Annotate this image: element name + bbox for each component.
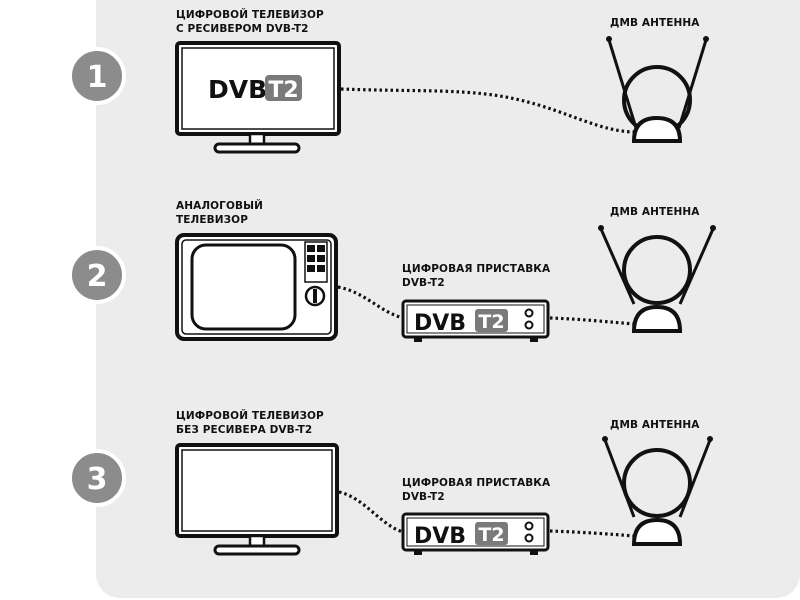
- device-label-1-line2: С РЕСИВЕРОМ DVB-T2: [176, 23, 309, 35]
- box-label-3-line1: ЦИФРОВАЯ ПРИСТАВКА: [402, 477, 551, 489]
- row-2: 2 АНАЛОГОВЫЙ ТЕЛЕВИЗОР ЦИФРОВАЯ ПРИСТАВК…: [68, 199, 716, 342]
- box-label-2-line2: DVB-T2: [402, 277, 445, 289]
- logo-t2-text: T2: [268, 78, 298, 103]
- logo-t2-text: T2: [478, 524, 504, 546]
- step-number-1: 1: [87, 60, 108, 95]
- cable-tv-box-3: [338, 490, 404, 534]
- cable-tv-antenna-1: [340, 87, 637, 134]
- logo-t2-text: T2: [478, 311, 504, 333]
- step-badge-1: 1: [68, 47, 126, 105]
- dvb-t2-logo: DVB T2: [208, 75, 302, 104]
- antenna-label-2: ДМВ АНТЕННА: [610, 206, 700, 218]
- device-label-3-line2: БЕЗ РЕСИВЕРА DVB-T2: [176, 424, 312, 436]
- row-3: 3 ЦИФРОВОЙ ТЕЛЕВИЗОР БЕЗ РЕСИВЕРА DVB-T2…: [68, 409, 713, 556]
- box-label-2-line1: ЦИФРОВАЯ ПРИСТАВКА: [402, 263, 551, 275]
- dvb-t2-logo: DVB T2: [414, 522, 508, 549]
- cable-box-antenna-2: [549, 316, 635, 326]
- digital-tv-icon: [175, 443, 339, 556]
- analog-tv-icon: [175, 233, 338, 341]
- step-number-2: 2: [87, 259, 108, 294]
- set-top-box-icon: DVB T2: [401, 299, 550, 342]
- logo-dvb-text: DVB: [414, 524, 466, 549]
- step-badge-3: 3: [68, 449, 126, 507]
- digital-tv-icon: DVB T2: [175, 41, 341, 154]
- logo-dvb-text: DVB: [414, 311, 466, 336]
- row-1: 1 ЦИФРОВОЙ ТЕЛЕВИЗОР С РЕСИВЕРОМ DVB-T2 …: [68, 8, 709, 154]
- logo-dvb-text: DVB: [208, 75, 267, 104]
- set-top-box-icon: DVB T2: [401, 512, 550, 555]
- device-label-3-line1: ЦИФРОВОЙ ТЕЛЕВИЗОР: [176, 409, 324, 422]
- uhf-antenna-icon: [606, 36, 709, 143]
- device-label-1-line1: ЦИФРОВОЙ ТЕЛЕВИЗОР: [176, 8, 324, 21]
- device-label-2-line1: АНАЛОГОВЫЙ: [176, 199, 263, 212]
- uhf-antenna-icon: [602, 436, 713, 546]
- antenna-label-3: ДМВ АНТЕННА: [610, 419, 700, 431]
- device-label-2-line2: ТЕЛЕВИЗОР: [176, 214, 248, 226]
- dvb-t2-logo: DVB T2: [414, 309, 508, 336]
- step-badge-2: 2: [68, 246, 126, 304]
- uhf-antenna-icon: [598, 225, 716, 333]
- box-label-3-line2: DVB-T2: [402, 491, 445, 503]
- antenna-label-1: ДМВ АНТЕННА: [610, 17, 700, 29]
- cable-tv-box-2: [337, 285, 404, 320]
- step-number-3: 3: [87, 462, 108, 497]
- cable-box-antenna-3: [549, 529, 635, 538]
